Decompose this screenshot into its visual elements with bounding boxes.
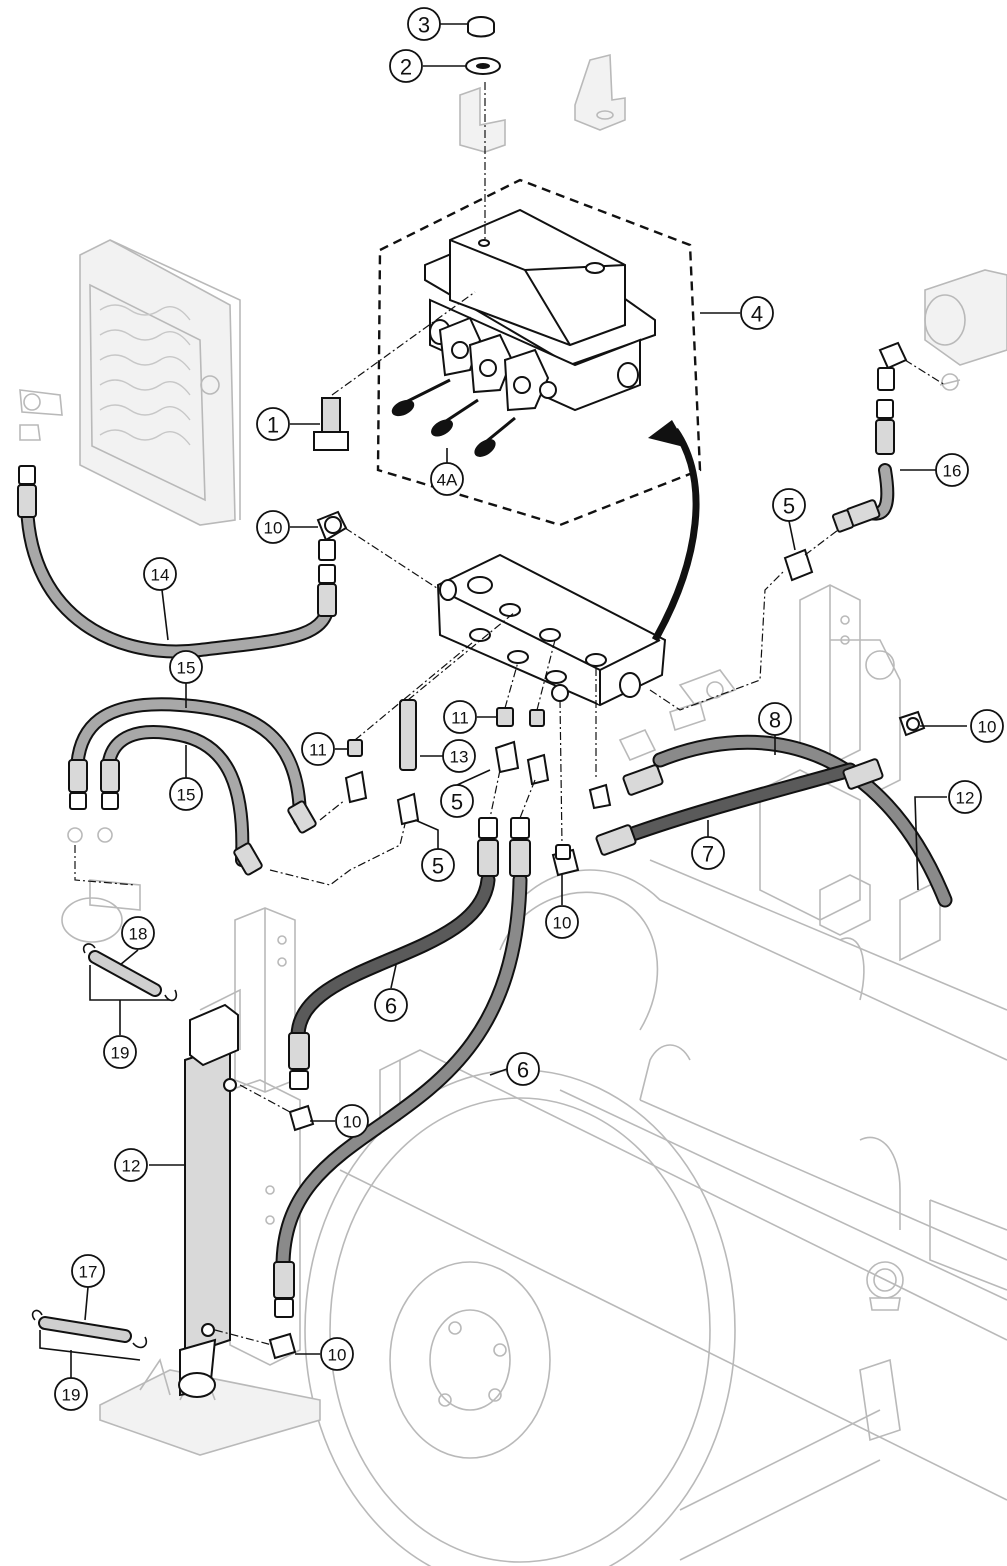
callout-leaders: [39, 23, 967, 1378]
callout-5-right: 5: [772, 488, 806, 522]
callout-label-4a: 4A: [437, 471, 458, 490]
callout-label-10: 10: [264, 519, 283, 538]
callout-label-9: 8: [769, 708, 781, 733]
callout-12-right: 12: [948, 780, 982, 814]
callout-label-10: 10: [328, 1346, 347, 1365]
callout-label-11: 11: [309, 741, 327, 760]
callout-label-5: 5: [432, 854, 444, 879]
callout-label-1: 1: [267, 413, 279, 438]
callout-16: 16: [935, 453, 969, 487]
callout-19-bottom: 19: [54, 1377, 88, 1411]
callout-label-12: 12: [956, 789, 975, 808]
callout-11-center: 11: [443, 700, 477, 734]
fittings-ghost: [67, 669, 737, 843]
callout-4a: 4A: [430, 462, 464, 496]
mounting-brackets-ghost: [459, 53, 626, 153]
callout-9: 8: [758, 702, 792, 736]
callout-label-18: 18: [129, 925, 148, 944]
callout-label-2: 2: [400, 55, 412, 80]
lift-cylinder: [178, 1003, 239, 1398]
assembly-centerlines: [74, 82, 946, 1346]
vehicle-frame-ghost: [61, 584, 1007, 1566]
callout-14: 14: [143, 557, 177, 591]
control-valve-assembly: [376, 178, 702, 527]
callout-label-15: 15: [177, 786, 196, 805]
callout-label-8: 7: [702, 842, 714, 867]
callout-6: 6: [374, 988, 408, 1022]
callout-label-7: 6: [517, 1058, 529, 1083]
callout-label-13: 13: [450, 748, 469, 767]
callout-label-10: 10: [343, 1113, 362, 1132]
callout-12-left: 12: [114, 1148, 148, 1182]
callout-15-bottom: 15: [169, 777, 203, 811]
callout-label-6: 6: [385, 994, 397, 1019]
pivot-pins: [31, 943, 178, 1349]
assembly-arrow: [648, 420, 700, 642]
callout-label-19: 19: [62, 1386, 81, 1405]
callout-3: 3: [407, 7, 441, 41]
callout-18: 18: [121, 916, 155, 950]
callout-8: 7: [691, 836, 725, 870]
pump-ghost: [924, 269, 1007, 391]
callout-2: 2: [389, 49, 423, 83]
callout-10-cyl-bottom: 10: [320, 1337, 354, 1371]
callout-10-top: 10: [256, 510, 290, 544]
callout-label-15: 15: [177, 659, 196, 678]
callout-11-left: 11: [301, 732, 335, 766]
bolt-nut-washer: [313, 16, 501, 451]
callout-10-cyl-top: 10: [335, 1104, 369, 1138]
callout-5-center: 5: [440, 784, 474, 818]
manifold-block: [436, 553, 667, 707]
callout-7: 6: [506, 1052, 540, 1086]
callout-label-16: 16: [943, 462, 962, 481]
callout-label-4: 4: [751, 302, 763, 327]
callout-label-11: 11: [451, 709, 469, 728]
callout-15-top: 15: [169, 650, 203, 684]
hose-end-fittings: [17, 399, 895, 1318]
callout-10-mid: 10: [545, 905, 579, 939]
callout-label-10: 10: [553, 914, 572, 933]
callout-label-17: 17: [79, 1263, 98, 1282]
callout-4: 4: [740, 296, 774, 330]
callout-17: 17: [71, 1254, 105, 1288]
callout-label-5: 5: [451, 790, 463, 815]
callout-10-right: 10: [970, 709, 1004, 743]
callout-label-19: 19: [111, 1044, 130, 1063]
callout-label-5: 5: [783, 494, 795, 519]
callout-label-14: 14: [151, 566, 170, 585]
callout-label-3: 3: [418, 13, 430, 38]
callout-1: 1: [256, 407, 290, 441]
callout-19-top: 19: [103, 1035, 137, 1069]
callout-13: 13: [442, 739, 476, 773]
fittings: [268, 341, 926, 1360]
callout-label-10: 10: [978, 718, 997, 737]
callout-label-12: 12: [122, 1157, 141, 1176]
callout-5-lower: 5: [421, 848, 455, 882]
oil-cooler-ghost: [19, 239, 241, 526]
